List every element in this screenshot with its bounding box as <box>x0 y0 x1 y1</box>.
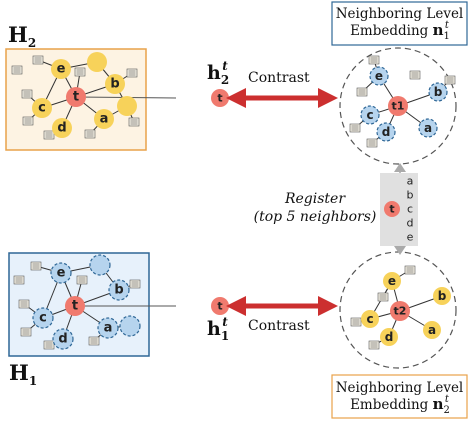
h2-node-c-label: c <box>38 101 46 116</box>
ego-top-a: a <box>424 121 432 135</box>
ego-bottom-d: d <box>385 330 394 344</box>
h2-node-d <box>52 118 72 138</box>
h2-node-a <box>94 109 114 129</box>
graph-h1-title: H1 <box>9 360 38 388</box>
h2-node-e-label: e <box>57 62 66 77</box>
h1-node-t <box>65 296 85 316</box>
h1-node-c-label: c <box>39 311 47 326</box>
register-letter: c <box>407 203 413 216</box>
ego-top-center <box>388 96 408 116</box>
register-letter: b <box>407 189 414 202</box>
graph-h2-nodes <box>32 52 137 138</box>
ego-top-center-label: t1 <box>392 100 405 113</box>
h2-node-plain <box>87 52 107 72</box>
neighbor-bottom-line2: Embedding n2t <box>350 394 450 416</box>
ego-bottom-a: a <box>428 323 436 337</box>
ego-top-b: b <box>434 85 443 99</box>
register-letter: a <box>407 175 414 188</box>
h2-node-b-label: b <box>110 77 119 92</box>
ego-top-nodes <box>360 66 448 142</box>
ego-bottom-center-label: t2 <box>394 305 407 318</box>
h1-node-b-label: b <box>114 283 123 298</box>
register-text: Register (top 5 neighbors) <box>250 190 380 226</box>
register-subtitle: (top 5 neighbors) <box>253 209 377 225</box>
neighbor-bottom-frame <box>331 374 468 419</box>
register-arrow-down <box>394 246 406 255</box>
h2-node-e <box>51 59 71 79</box>
ego-top-e: e <box>375 69 383 83</box>
h2-embedding-title: h2t <box>207 59 230 87</box>
neighbor-level-bottom: Neighboring Level Embedding n2t <box>332 380 467 416</box>
h1-node-d-label: d <box>58 332 67 347</box>
h1-embedding-node <box>211 297 229 315</box>
contrast-label-bottom: Contrast <box>248 318 310 334</box>
ego-bottom-b: b <box>438 289 447 303</box>
h1-node-d <box>52 328 74 350</box>
register-letter: d <box>407 217 414 230</box>
h1-embedding-title: h1t <box>207 315 230 343</box>
ego-bottom-c: c <box>366 312 373 326</box>
h2-node-b <box>105 74 125 94</box>
register-letter: e <box>407 231 414 244</box>
ego-bottom-e: e <box>388 274 396 288</box>
h1-node-e <box>50 262 72 284</box>
h2-node-d-label: d <box>57 121 66 136</box>
h2-node-c <box>32 98 52 118</box>
contrast-label-top: Contrast <box>248 70 310 86</box>
h2-node-t <box>66 87 86 107</box>
register-title: Register <box>284 191 346 207</box>
h1-node-plain <box>119 315 141 337</box>
graph-h1-nodes <box>32 254 141 350</box>
h2-node-t-label: t <box>73 90 79 105</box>
neighbor-bottom-line1: Neighboring Level <box>335 380 464 396</box>
h1-embedding-label: t <box>217 300 222 313</box>
register-target-node <box>384 201 400 217</box>
ego-circle-top <box>339 47 457 165</box>
ego-bottom-center <box>390 301 410 321</box>
h2-embedding-node <box>211 89 229 107</box>
graph-h2-title: H2 <box>8 22 37 50</box>
ego-top-d: d <box>382 125 391 139</box>
register-target-label: t <box>389 203 394 216</box>
h2-node-a-label: a <box>100 112 109 127</box>
h2-embedding-label: t <box>217 92 222 105</box>
h1-node-c <box>32 307 54 329</box>
h1-node-t-label: t <box>72 299 78 314</box>
neighbor-top-line2: Embedding n1t <box>350 20 450 42</box>
ego-top-c: c <box>366 108 373 122</box>
h1-node-a <box>97 317 119 339</box>
neighbor-top-frame <box>331 1 468 46</box>
h1-node-e-label: e <box>57 266 66 281</box>
neighbor-level-top: Neighboring Level Embedding n1t <box>332 6 467 42</box>
h2-node-plain <box>117 96 137 116</box>
neighbor-top-line1: Neighboring Level <box>335 6 464 22</box>
register-letters: a b c d e <box>407 175 414 244</box>
h1-node-b <box>108 279 130 301</box>
register-arrow-up <box>394 163 406 172</box>
h1-node-a-label: a <box>104 321 113 336</box>
ego-bottom-nodes <box>361 272 451 346</box>
h1-node-plain <box>89 254 111 276</box>
